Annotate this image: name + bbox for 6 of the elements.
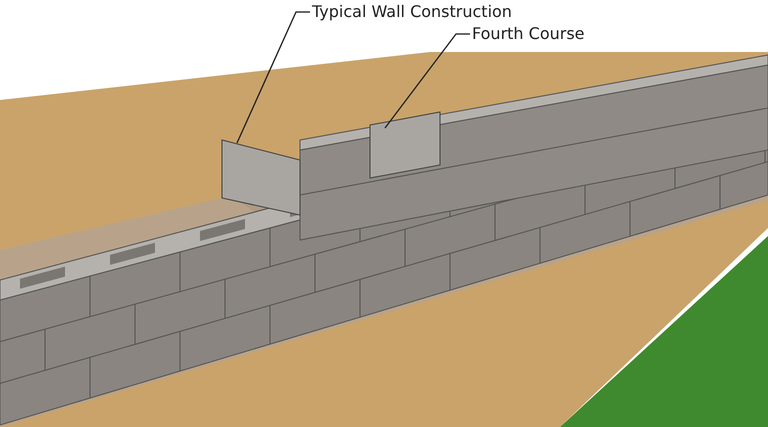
callout-label: Typical Wall Construction	[312, 2, 512, 22]
wall-block	[370, 111, 440, 179]
callout-label: Fourth Course	[472, 24, 584, 44]
wall-block	[222, 139, 300, 216]
leader-line	[236, 11, 310, 144]
leader-line	[384, 33, 470, 128]
